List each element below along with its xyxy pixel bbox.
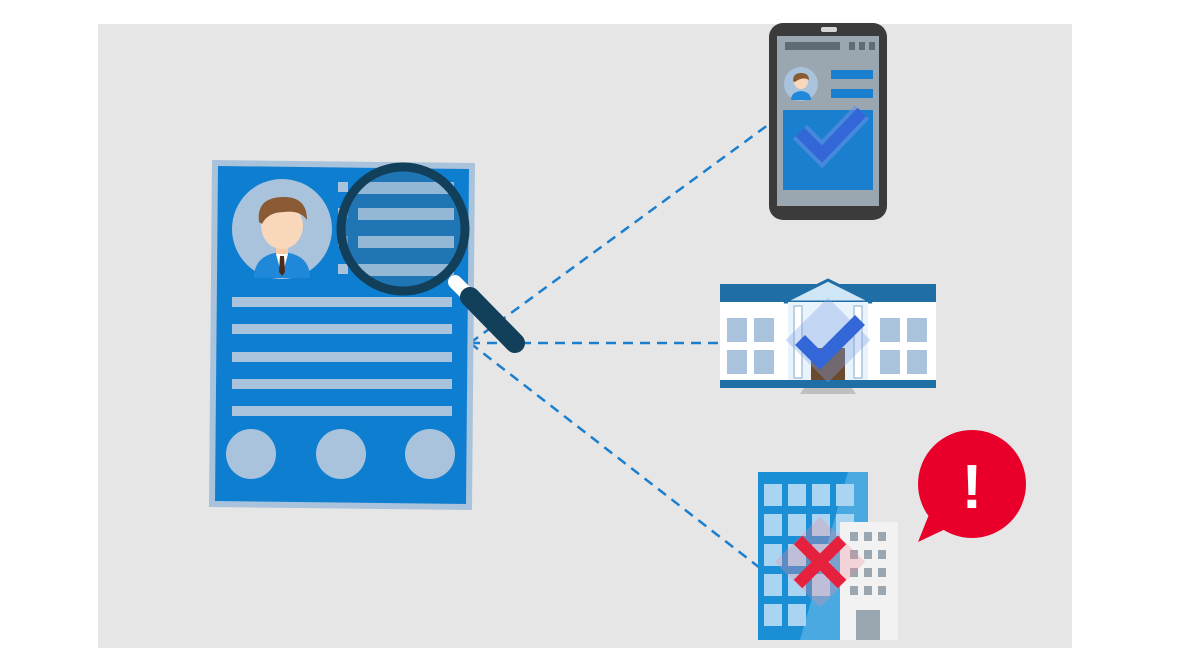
government-building-icon [720,278,936,394]
alert-symbol: ! [962,453,983,522]
checkmark-icon [785,297,871,383]
office-building-icon [758,472,898,640]
alert-speech-bubble-icon: ! [918,430,1026,542]
checkmark-icon [792,105,870,169]
document-dot [226,429,276,479]
smartphone-icon [769,23,887,220]
document-text-lines [232,297,452,416]
avatar-icon [232,179,332,279]
document-dot [405,429,455,479]
document-dot [316,429,366,479]
magnifying-glass-icon [336,162,525,353]
connection-line-phone [469,120,773,345]
